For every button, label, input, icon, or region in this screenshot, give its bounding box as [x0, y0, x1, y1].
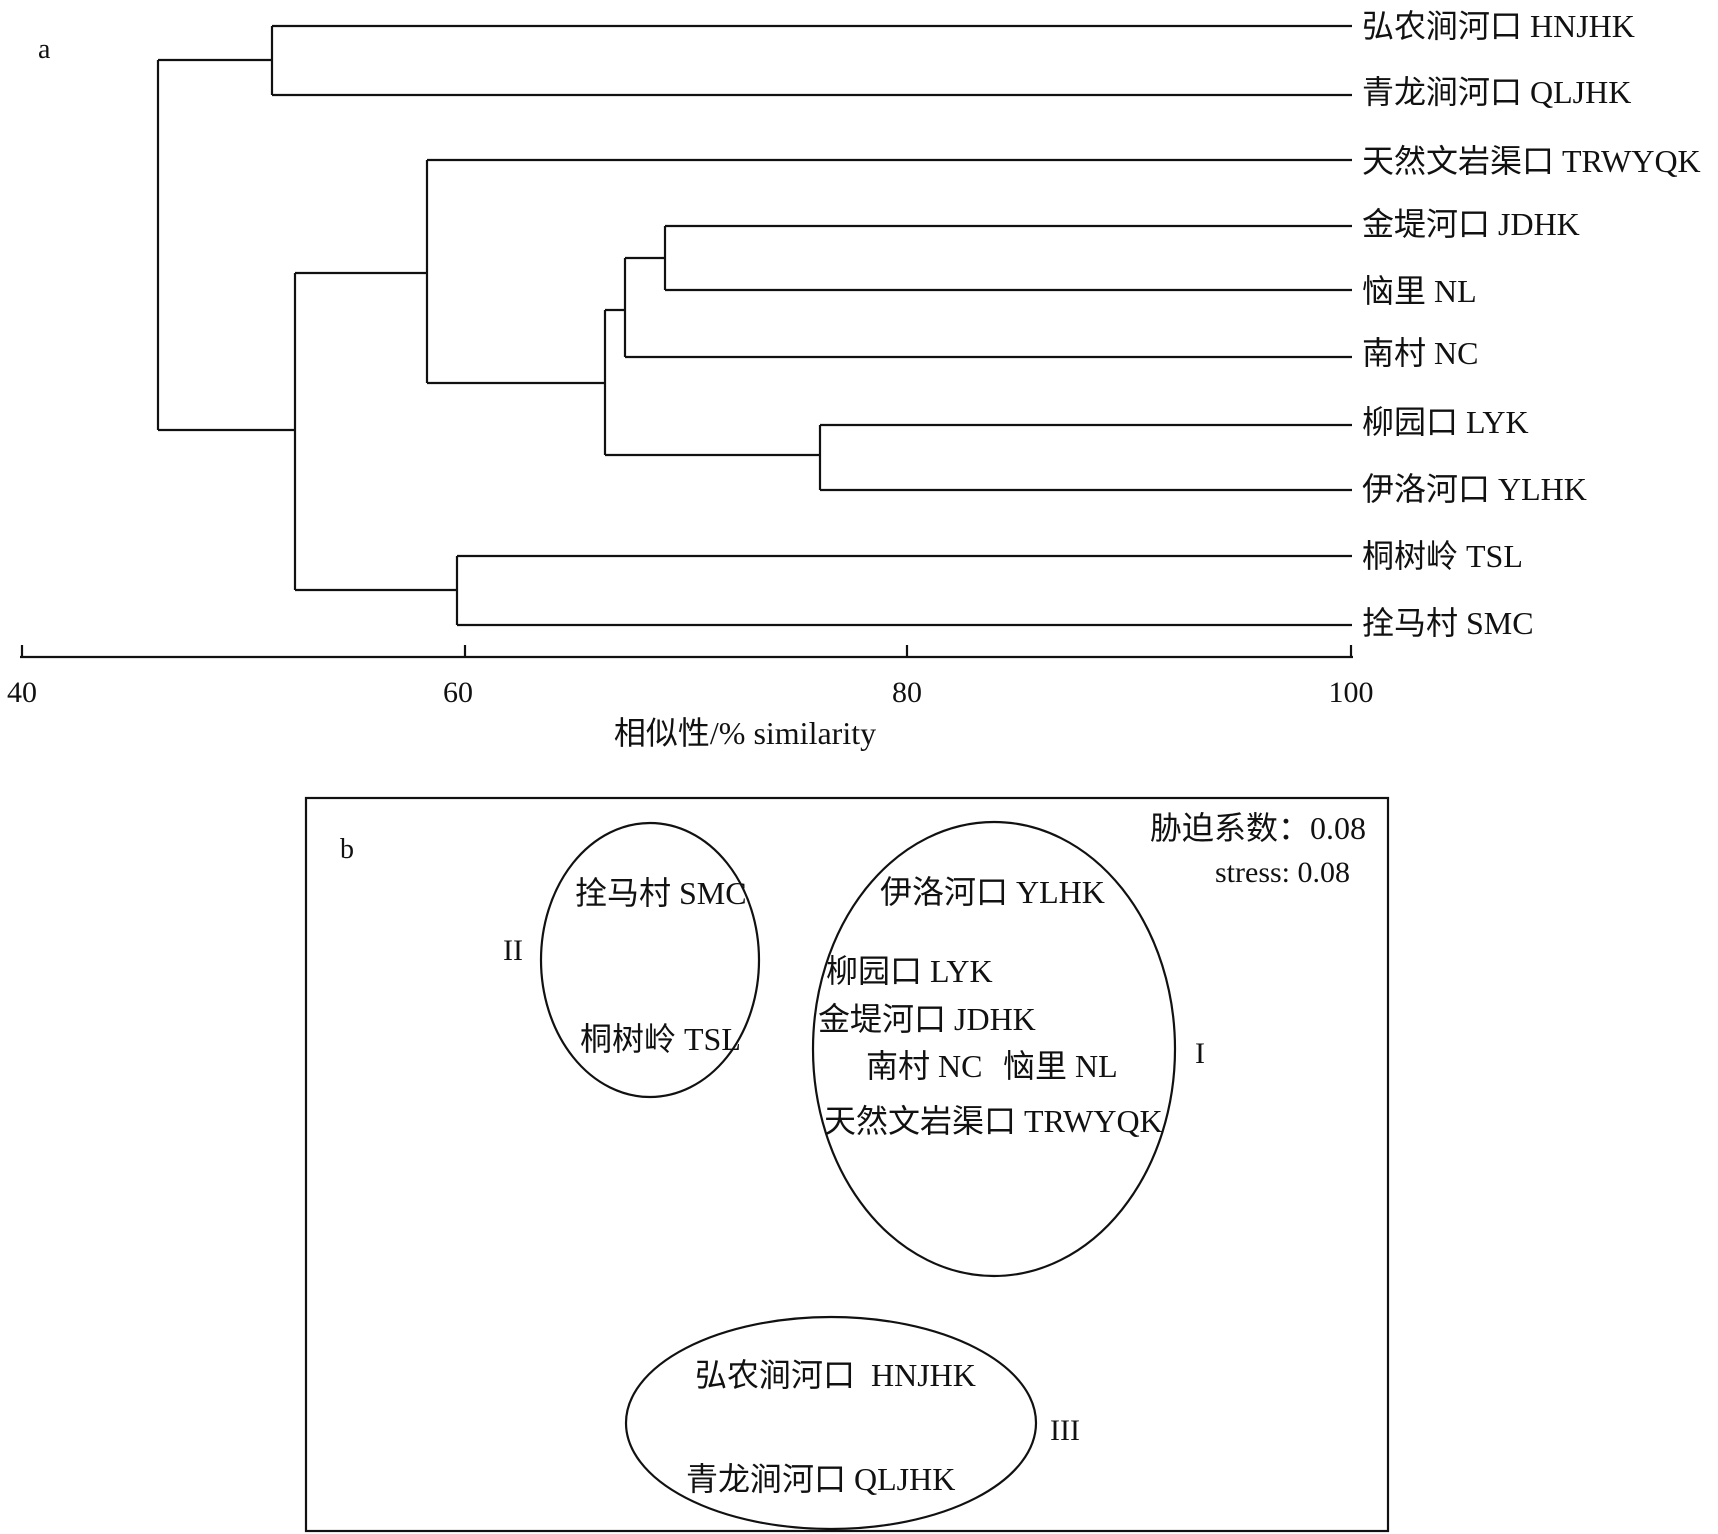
leaf-labels: 弘农涧河口 HNJHK 青龙涧河口 QLJHK 天然文岩渠口 TRWYQK 金堤… — [1362, 8, 1701, 641]
point-label-nc: 南村 NC — [866, 1048, 982, 1084]
leaf-label-nc: 南村 NC — [1362, 335, 1478, 371]
leaf-label-ylhk: 伊洛河口 YLHK — [1362, 471, 1587, 507]
similarity-axis: 40 60 80 100 相似性/% similarity — [7, 645, 1374, 751]
group-label-i: I — [1195, 1037, 1205, 1070]
axis-title: 相似性/% similarity — [614, 715, 876, 751]
point-label-trwyqk: 天然文岩渠口 TRWYQK — [824, 1103, 1163, 1139]
axis-tick-label-80: 80 — [892, 676, 922, 709]
point-label-ylhk: 伊洛河口 YLHK — [880, 874, 1105, 910]
leaf-label-nl: 恼里 NL — [1362, 273, 1477, 309]
point-label-hnjhk: 弘农涧河口 HNJHK — [695, 1357, 976, 1393]
point-label-tsl: 桐树岭 TSL — [580, 1021, 741, 1057]
stress-label-en: stress: 0.08 — [1215, 856, 1350, 889]
leaf-label-smc: 拴马村 SMC — [1362, 605, 1534, 641]
panel-a-label: a — [38, 34, 51, 65]
leaf-label-qljhk: 青龙涧河口 QLJHK — [1362, 74, 1631, 110]
axis-tick-label-40: 40 — [7, 676, 37, 709]
panel-b-label: b — [340, 834, 354, 865]
leaf-label-trwyqk: 天然文岩渠口 TRWYQK — [1362, 143, 1701, 179]
axis-tick-label-100: 100 — [1329, 676, 1374, 709]
leaf-label-hnjhk: 弘农涧河口 HNJHK — [1362, 8, 1635, 44]
point-label-lyk: 柳园口 LYK — [826, 953, 993, 989]
point-label-nl: 恼里 NL — [1003, 1048, 1118, 1084]
point-label-smc: 拴马村 SMC — [575, 875, 747, 911]
point-label-qljhk: 青龙涧河口 QLJHK — [686, 1461, 955, 1497]
axis-tick-label-60: 60 — [443, 676, 473, 709]
leaf-label-tsl: 桐树岭 TSL — [1362, 538, 1523, 574]
group-ellipse-ii — [539, 821, 761, 1099]
leaf-label-lyk: 柳园口 LYK — [1362, 404, 1529, 440]
leaf-label-jdhk: 金堤河口 JDHK — [1362, 206, 1580, 242]
stress-label-cn: 胁迫系数：0.08 — [1150, 810, 1366, 846]
nmds-frame — [304, 796, 1390, 1533]
group-label-ii: II — [503, 934, 523, 967]
dendrogram — [156, 24, 1352, 627]
group-label-iii: III — [1050, 1414, 1080, 1447]
group-ellipse-iii — [624, 1315, 1038, 1531]
point-label-jdhk: 金堤河口 JDHK — [818, 1001, 1036, 1037]
group-ellipse-i — [811, 820, 1177, 1278]
